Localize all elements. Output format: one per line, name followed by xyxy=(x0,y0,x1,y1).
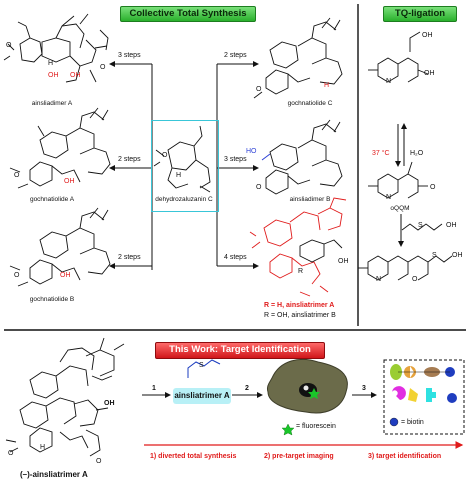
atom-o-6: O xyxy=(256,86,262,93)
vinyl-sulfide-reagent xyxy=(401,223,443,231)
probe-vinyl-sulfide-handle xyxy=(187,359,221,378)
stage-1-label: 1) diverted total synthesis xyxy=(150,453,237,460)
bottom-atom-o-1: O xyxy=(8,450,14,457)
oqqm-label: oQQM xyxy=(390,205,410,212)
atom-o-3: O xyxy=(14,172,20,179)
stage-3-label: 3) target identification xyxy=(368,453,442,460)
tq-temperature: 37 °C xyxy=(372,150,390,157)
protein-blue-probe-icon-2 xyxy=(447,393,457,403)
atom-oh-gochnatiolide-b: OH xyxy=(60,272,71,279)
fluorescein-legend-label: = fluorescein xyxy=(296,423,336,430)
stage-2-label: 2) pre-target imaging xyxy=(264,453,334,460)
tq-oh-product: OH xyxy=(452,252,463,259)
fluorescein-legend-star xyxy=(281,423,295,436)
tq-s-reagent: S xyxy=(418,222,423,229)
tq-o-product: O xyxy=(412,276,418,283)
atom-h-gochnatiolide-c: H xyxy=(324,82,330,89)
tq-ligation-banner: TQ-ligation xyxy=(383,6,457,22)
gochnatiolide-a-structure xyxy=(9,107,111,189)
tq-oh-reagent: OH xyxy=(446,222,457,229)
step-label-ainsliadimer-a: 3 steps xyxy=(118,52,141,59)
tq-n-2: N xyxy=(386,194,392,201)
tq-equilibrium-arrows xyxy=(395,123,407,167)
ainsliadimer-b-structure xyxy=(265,119,343,195)
dehydrozaluzanin-c-label: dehydrozaluzanin C xyxy=(155,196,213,203)
atom-o-2: O xyxy=(100,64,106,71)
probe-s-atom: S xyxy=(199,362,204,369)
protein-yellow-icon xyxy=(408,388,418,402)
protein-green-icon xyxy=(390,364,402,380)
tq-product-structure xyxy=(358,255,453,281)
atom-ho-ainsliadimer-b: HO xyxy=(246,148,257,155)
trimer-note-h: R = H, ainsliatrimer A xyxy=(264,302,334,309)
ainsliadimer-b-hydroxy-bond xyxy=(261,153,271,161)
biotin-legend-icon xyxy=(389,417,399,427)
step-label-ainsliatrimer: 4 steps xyxy=(224,254,247,261)
ainsliadimer-a-label: ainsliadimer A xyxy=(31,100,73,107)
gochnatiolide-a-label: gochnatiolide A xyxy=(29,196,75,203)
bottom-atom-h-1: H xyxy=(40,444,46,451)
tq-oh-top: OH xyxy=(422,32,433,39)
trimer-note-h-name: ainsliatrimer A xyxy=(285,302,335,309)
atom-oh-trimer: OH xyxy=(338,258,349,265)
atom-r-1: R xyxy=(298,268,304,275)
atom-oh-ainsliadimer-a-1: OH xyxy=(48,72,59,79)
trimer-note-h-prefix: R = H, xyxy=(264,302,286,309)
gochnatiolide-b-structure xyxy=(9,207,111,287)
right-branch-arrows xyxy=(216,61,259,269)
atom-o-4: O xyxy=(14,272,20,279)
tq-solvent: H₂O xyxy=(410,150,424,157)
gochnatiolide-c-structure xyxy=(253,17,343,99)
atom-h-1: H xyxy=(48,60,54,67)
gochnatiolide-c-label: gochnatiolide C xyxy=(287,100,333,107)
atom-o-7: O xyxy=(256,184,262,191)
tq-n-3: N xyxy=(376,276,382,283)
ainsliatrimer-a-bottom-structure xyxy=(5,337,125,457)
process-step-3: 3 xyxy=(362,385,366,392)
ainsliatrimer-black-core xyxy=(299,239,343,263)
tq-o-oqqm: O xyxy=(430,184,436,191)
atom-h-2: H xyxy=(176,172,182,179)
protein-magenta-icon xyxy=(392,386,406,400)
step-label-gochnatiolide-b: 2 steps xyxy=(118,254,141,261)
atom-o-1: O xyxy=(6,42,12,49)
bottom-atom-oh: OH xyxy=(104,400,115,407)
tq-s-product: S xyxy=(432,252,437,259)
step-label-gochnatiolide-c: 2 steps xyxy=(224,52,247,59)
left-branch-arrows xyxy=(109,61,153,270)
biotin-legend-label: = biotin xyxy=(401,419,424,426)
trimer-note-oh: R = OH, ainsliatrimer B xyxy=(264,312,336,319)
cell-nucleus-highlight xyxy=(303,385,309,391)
protein-cyan-icon xyxy=(426,388,436,402)
gochnatiolide-b-label: gochnatiolide B xyxy=(29,296,75,303)
ainsliadimer-b-label: ainsliadimer B xyxy=(289,196,331,203)
process-step-2: 2 xyxy=(245,385,249,392)
ainsliatrimer-a-compound-label: (–)-ainsliatrimer A xyxy=(20,470,88,479)
atom-oh-gochnatiolide-a: OH xyxy=(64,178,75,185)
bottom-atom-o-2: O xyxy=(96,458,102,465)
probe-ainsliatrimer-pill: ainsliatrimer A xyxy=(173,388,231,404)
ainsliatrimer-red-structure xyxy=(249,197,347,297)
collective-synthesis-banner: Collective Total Synthesis xyxy=(120,6,256,22)
dehydrozaluzanin-c-box xyxy=(151,120,219,212)
step-label-gochnatiolide-a: 2 steps xyxy=(118,156,141,163)
tq-n-1: N xyxy=(386,78,392,85)
tq-quinoline-top-structure xyxy=(368,31,429,83)
fluorescein-star-in-cell xyxy=(308,388,320,399)
this-work-banner: This Work: Target Identification xyxy=(155,342,325,359)
process-step-1: 1 xyxy=(152,385,156,392)
target-id-box xyxy=(383,359,465,435)
atom-o-5: O xyxy=(162,152,168,159)
ainsliadimer-a-structure xyxy=(3,13,109,83)
step-label-ainsliadimer-b: 3 steps xyxy=(224,156,247,163)
oqqm-structure xyxy=(368,161,428,199)
dehydrozaluzanin-c-structure xyxy=(153,125,211,193)
atom-oh-ainsliadimer-a-2: OH xyxy=(70,72,81,79)
tq-oh-2: OH xyxy=(424,70,435,77)
